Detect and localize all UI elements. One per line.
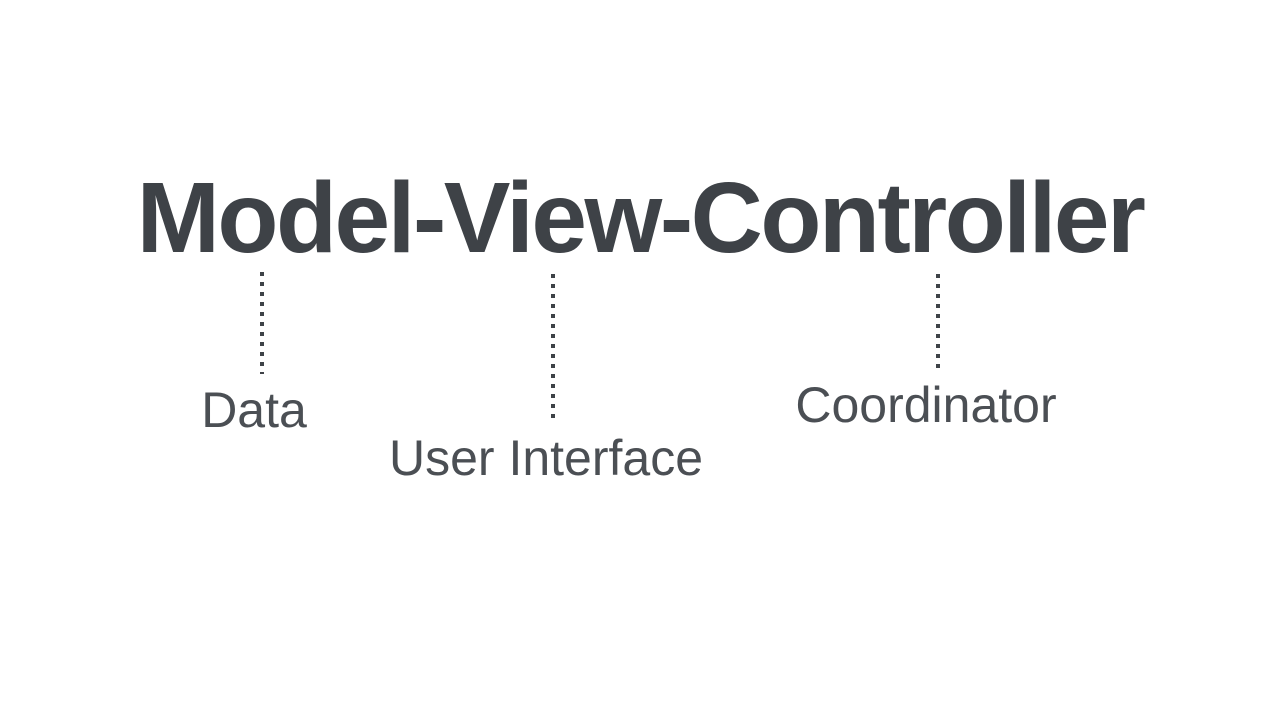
label-view-user-interface: User Interface	[388, 430, 704, 486]
dotted-connector-controller	[936, 274, 940, 372]
slide-title: Model-View-Controller	[136, 162, 1146, 274]
label-controller-coordinator: Coordinator	[795, 377, 1057, 433]
dotted-connector-model	[260, 272, 264, 374]
dotted-connector-view	[551, 274, 555, 420]
label-model-data: Data	[201, 382, 307, 438]
